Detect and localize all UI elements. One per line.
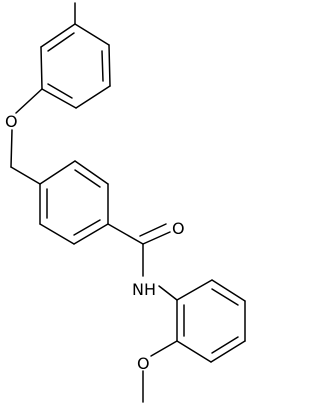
ether-oxygen-label: O (5, 112, 18, 131)
ring-bond (74, 160, 109, 185)
ring-bond (73, 223, 109, 245)
chemical-structure: O O NH O (5, 2, 246, 403)
ring-bond (211, 279, 246, 302)
amide-oxygen-label: O (172, 219, 185, 238)
methylene-bond (10, 166, 41, 185)
ring-bond (40, 23, 76, 48)
atom-labels: O O NH O (5, 112, 185, 373)
carbonyl-carbon-bond (107, 223, 144, 245)
carbonyl-double-bond (142, 231, 171, 245)
ring-double-bond (47, 32, 75, 52)
ring-bond (210, 340, 246, 363)
ring-bond (40, 46, 43, 90)
ether-bond (15, 88, 43, 114)
carbonyl-double-bond (139, 223, 167, 237)
ring-bond (74, 23, 110, 46)
ring-double-bond (211, 288, 239, 306)
nitrogen-aryl-bond (158, 285, 178, 301)
ring-bond (39, 223, 75, 245)
ring-double-bond (73, 219, 101, 236)
ring-bond (75, 85, 111, 109)
ring-double-bond (101, 50, 104, 82)
bond-lines (10, 2, 246, 403)
ether-bond (10, 129, 13, 168)
ring-double-bond (47, 83, 73, 99)
methoxy-bond (150, 340, 178, 357)
methoxy-oxygen-label: O (137, 354, 150, 373)
ring-double-bond (211, 336, 239, 354)
ring-bond (108, 44, 111, 87)
amide-nitrogen-label: NH (132, 280, 156, 299)
ring-bond (176, 279, 213, 301)
ring-bond (39, 160, 76, 185)
ring-bond (41, 88, 77, 109)
ring-double-bond (74, 169, 101, 188)
ring-bond (176, 340, 212, 363)
